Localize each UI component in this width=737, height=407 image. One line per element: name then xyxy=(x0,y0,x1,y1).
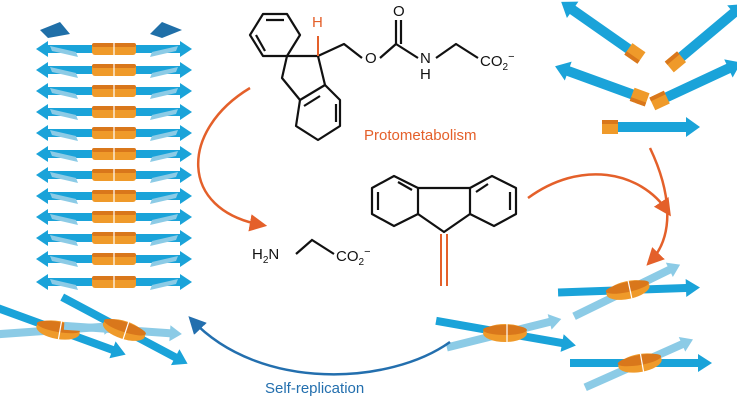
fmoc-glycine-structure xyxy=(248,12,479,142)
glycine-structure xyxy=(295,238,335,255)
amide-hydrogen: H xyxy=(420,66,431,83)
amide-nitrogen: N xyxy=(420,50,431,67)
highlighted-hydrogen: H xyxy=(312,14,323,31)
exocyclic-double-bond xyxy=(440,234,448,286)
self-replication-label: Self-replication xyxy=(265,380,365,397)
glycine-amine: H2N xyxy=(252,246,280,266)
carbonyl-oxygen: O xyxy=(393,3,405,20)
fiber-stack-icon xyxy=(35,22,193,291)
peptide-fragment-icon xyxy=(551,0,737,137)
ester-oxygen: O xyxy=(365,50,377,67)
fluorene-icon xyxy=(370,174,518,234)
protometabolism-label: Protometabolism xyxy=(364,127,477,144)
glycine-carboxylate: CO2− xyxy=(336,246,371,268)
cycle-arrow-icon xyxy=(188,86,671,376)
dimer-icon xyxy=(0,286,201,375)
dimer-icon xyxy=(433,253,716,398)
fmoc-carboxylate: CO2− xyxy=(480,51,515,73)
